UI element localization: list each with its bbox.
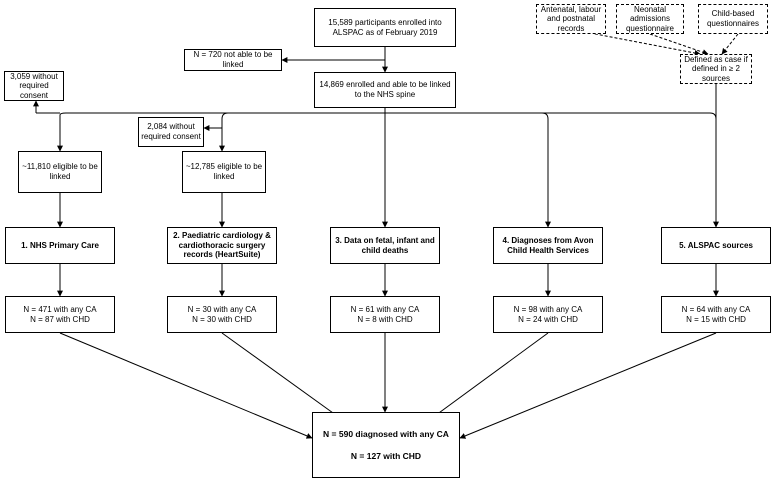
- arrow-to-heart-without: [221, 112, 229, 139]
- count-4-box: N = 98 with any CA N = 24 with CHD: [493, 296, 603, 333]
- heart-eligible-box: ~12,785 eligible to be linked: [182, 151, 266, 193]
- source-4-box: 4. Diagnoses from Avon Child Health Serv…: [493, 227, 603, 264]
- arrow-count-2-to-total: [221, 332, 341, 419]
- not-linked-box: N = 720 not able to be linked: [184, 49, 282, 71]
- source-2-box: 2. Paediatric cardiology & cardiothoraci…: [167, 227, 277, 264]
- defined-case-box: Defined as case if defined in ≥ 2 source…: [680, 54, 752, 84]
- distribution-bus: [59, 112, 717, 120]
- count-5-box: N = 64 with any CA N = 15 with CHD: [661, 296, 771, 333]
- arrow-count-5-to-total: [459, 332, 717, 439]
- count-1-chd: N = 87 with CHD: [30, 314, 90, 324]
- total-chd: N = 127 with CHD: [350, 451, 422, 461]
- count-5-ca: N = 64 with any CA: [681, 304, 751, 314]
- source-3-box: 3. Data on fetal, infant and child death…: [330, 227, 440, 264]
- count-1-box: N = 471 with any CA N = 87 with CHD: [5, 296, 115, 333]
- arrow-to-source-4: [542, 112, 548, 227]
- arrow-count-1-to-total: [59, 332, 313, 439]
- source-1-box: 1. NHS Primary Care: [5, 227, 115, 264]
- count-3-ca: N = 61 with any CA: [350, 304, 420, 314]
- count-3-box: N = 61 with any CA N = 8 with CHD: [330, 296, 440, 333]
- count-4-ca: N = 98 with any CA: [513, 304, 583, 314]
- count-2-ca: N = 30 with any CA: [187, 304, 257, 314]
- heart-without-consent-box: 2,084 without required consent: [138, 117, 204, 147]
- dashed-antenatal-to-defined: [584, 31, 701, 56]
- enrolled-box: 15,589 participants enrolled into ALSPAC…: [314, 8, 456, 47]
- total-ca: N = 590 diagnosed with any CA: [323, 428, 449, 439]
- dashed-child-to-defined: [721, 33, 739, 55]
- count-2-box: N = 30 with any CA N = 30 with CHD: [167, 296, 277, 333]
- count-4-chd: N = 24 with CHD: [518, 314, 578, 324]
- total-box: N = 590 diagnosed with any CA N = 127 wi…: [312, 412, 460, 478]
- count-5-chd: N = 15 with CHD: [686, 314, 746, 324]
- primary-eligible-box: ~11,810 eligible to be linked: [18, 151, 102, 193]
- child-based-box: Child-based questionnaires: [698, 4, 768, 34]
- linkable-box: 14,869 enrolled and able to be linked to…: [314, 72, 456, 108]
- antenatal-box: Antenatal, labour and postnatal records: [536, 4, 606, 34]
- dashed-neonatal-to-defined: [649, 33, 709, 56]
- count-3-chd: N = 8 with CHD: [357, 314, 413, 324]
- arrow-count-4-to-total: [431, 332, 549, 419]
- primary-without-consent-box: 3,059 without required consent: [4, 71, 64, 101]
- count-2-chd: N = 30 with CHD: [192, 314, 252, 324]
- neonatal-box: Neonatal admissions questionnaire: [616, 4, 684, 34]
- source-5-box: 5. ALSPAC sources: [661, 227, 771, 264]
- count-1-ca: N = 471 with any CA: [23, 304, 97, 314]
